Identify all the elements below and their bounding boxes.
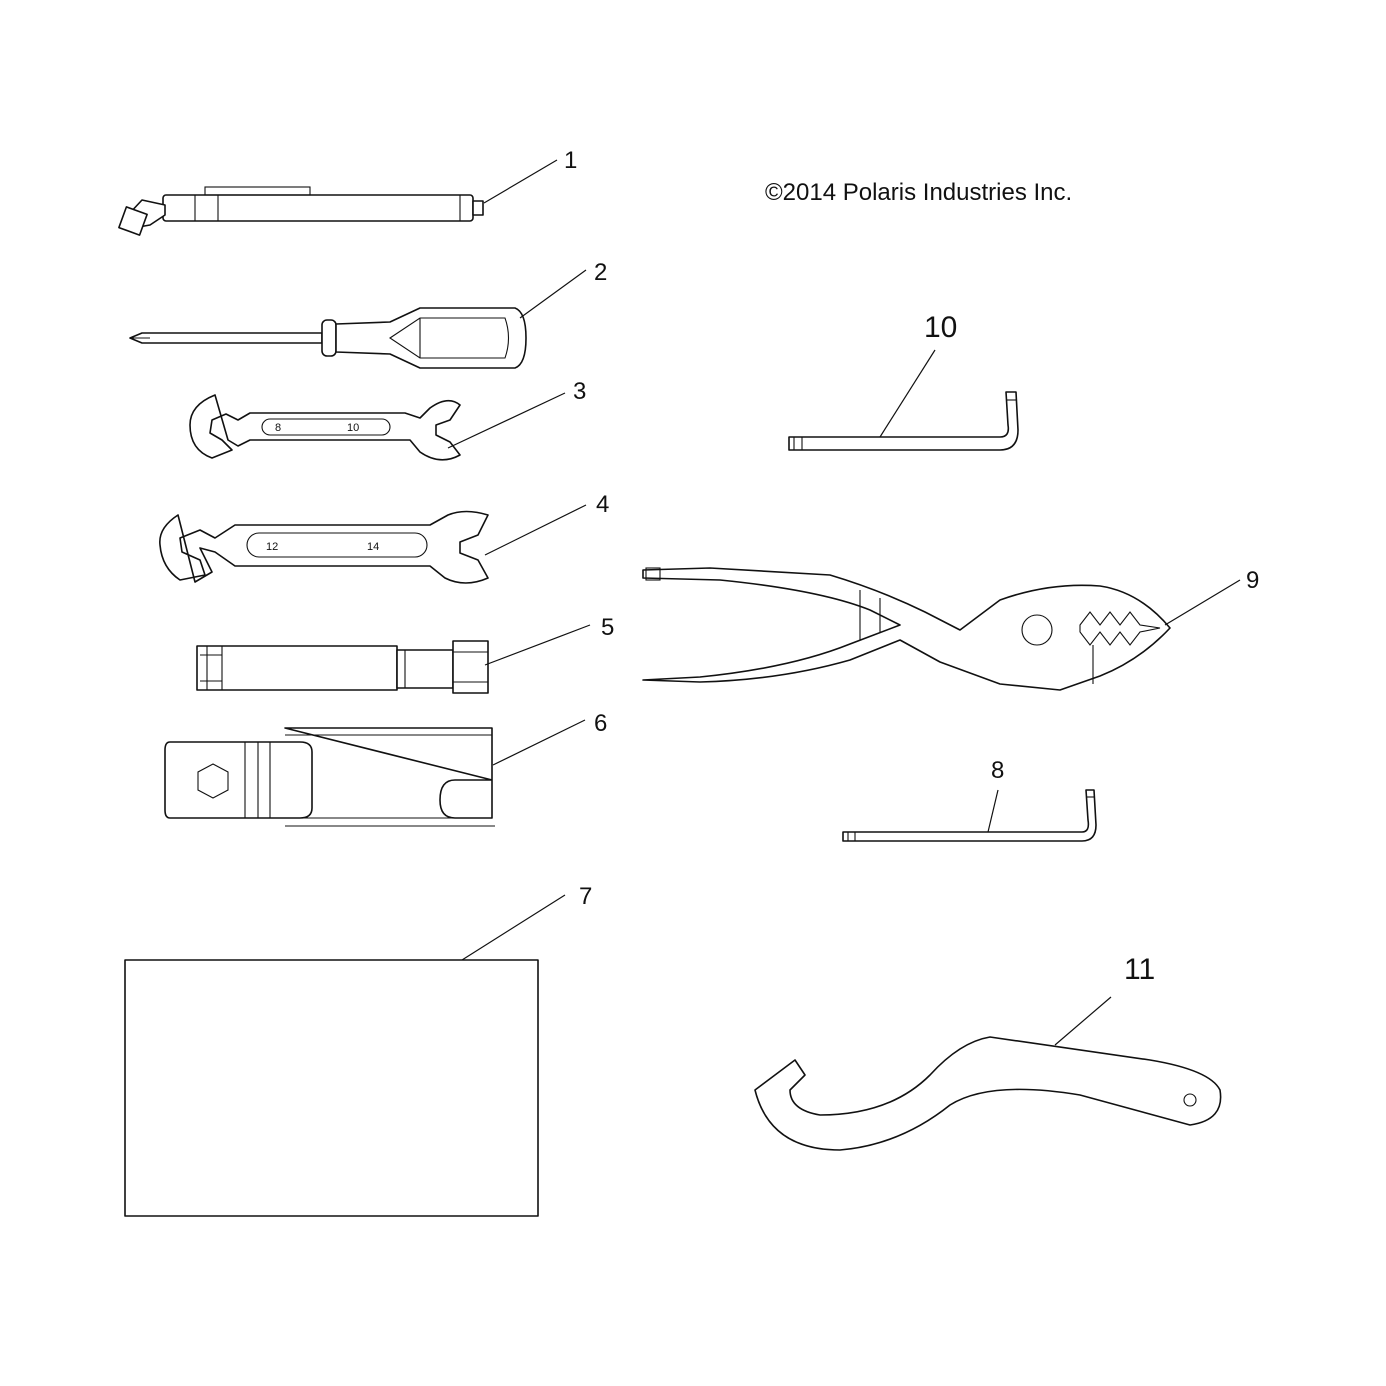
large-wrench-size-right: 14 <box>367 541 379 553</box>
callout-number-3: 3 <box>573 378 586 405</box>
small-wrench-size-left: 8 <box>275 422 281 434</box>
screwdriver <box>129 307 527 369</box>
callout-line-1 <box>483 159 558 204</box>
large-wrench-size-left: 12 <box>266 541 278 553</box>
tire-pressure-gauge <box>118 186 484 236</box>
callout-number-10: 10 <box>924 311 957 344</box>
callout-number-5: 5 <box>601 614 614 641</box>
small-hex-key <box>842 789 1097 842</box>
owners-manual <box>124 959 539 1217</box>
callout-line-2 <box>519 269 587 319</box>
callout-line-5 <box>484 624 591 666</box>
callout-line-9 <box>1164 579 1241 626</box>
large-hex-key <box>788 391 1019 451</box>
large-double-wrench: 12 14 <box>159 510 489 584</box>
callout-number-6: 6 <box>594 710 607 737</box>
callout-line-8 <box>987 789 999 833</box>
spanner-tool <box>164 727 495 827</box>
slip-joint-pliers <box>642 567 1171 691</box>
hook-spanner-wrench <box>754 1036 1222 1151</box>
callout-number-9: 9 <box>1246 567 1259 594</box>
callout-number-8: 8 <box>991 757 1004 784</box>
callout-number-4: 4 <box>596 491 609 518</box>
small-double-wrench: 8 10 <box>189 394 461 461</box>
callout-line-3 <box>447 392 566 449</box>
callout-line-11 <box>1054 996 1112 1046</box>
callout-line-4 <box>484 504 587 556</box>
callout-line-7 <box>461 894 566 961</box>
copyright-text: ©2014 Polaris Industries Inc. <box>765 179 1072 206</box>
callout-number-1: 1 <box>564 147 577 174</box>
callout-line-10 <box>879 349 936 438</box>
callout-number-11: 11 <box>1124 953 1155 986</box>
spark-plug-socket <box>196 640 489 694</box>
callout-number-7: 7 <box>579 883 592 910</box>
callout-number-2: 2 <box>594 259 607 286</box>
callout-line-6 <box>492 719 586 766</box>
small-wrench-size-right: 10 <box>347 422 359 434</box>
